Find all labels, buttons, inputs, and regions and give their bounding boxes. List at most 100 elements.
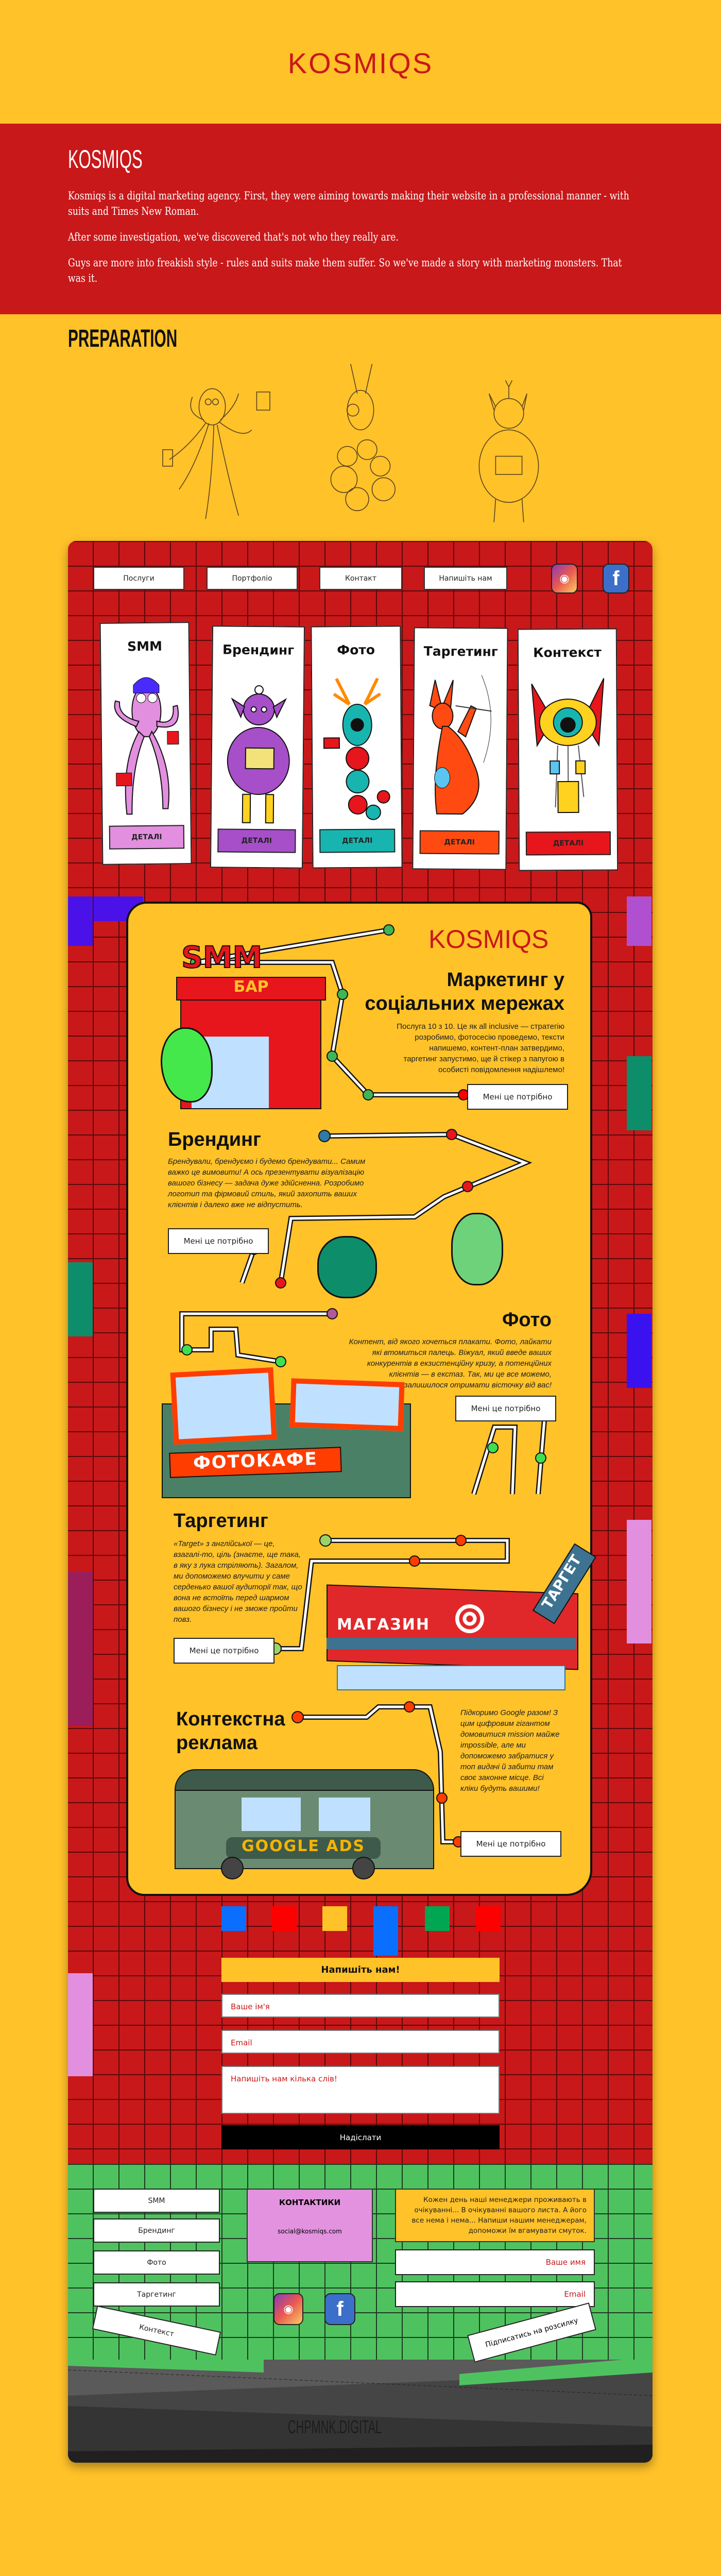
target-store-building: МАГАЗИН [327, 1584, 579, 1690]
footer-email-input[interactable]: Email [395, 2281, 595, 2307]
service-title: SMM [127, 638, 163, 654]
color-block [68, 1973, 93, 2076]
store-sign: МАГАЗИН [337, 1616, 430, 1634]
octopus-monster-icon [114, 677, 179, 815]
path-dot [446, 1129, 457, 1140]
path-dot [327, 1308, 338, 1319]
purple-alien-monster-icon [227, 685, 290, 824]
service-card-photo[interactable]: Фото ДЕТАЛІ [311, 625, 403, 869]
path-dot [318, 1130, 331, 1142]
alien-sketch-icon [478, 380, 539, 522]
targeting-need-button[interactable]: Мені це потрібно [174, 1638, 274, 1664]
photo-need-button[interactable]: Мені це потрібно [455, 1396, 556, 1421]
smm-title: Маркетинг у соціальних мережах [365, 969, 564, 1014]
branding-text: Брендували, брендуємо і будемо брендуват… [168, 1157, 366, 1209]
path-dot [363, 1089, 374, 1100]
footer-dark-ground [68, 2360, 653, 2463]
contacts-title: КОНТАКТИКИ [279, 2198, 341, 2207]
branding-need-button[interactable]: Мені це потрібно [168, 1228, 269, 1254]
facebook-icon[interactable]: f [603, 564, 629, 594]
color-block [373, 1906, 398, 1956]
photo-text: Контент, від якого хочеться плакати. Фот… [349, 1337, 552, 1389]
teal-eye-monster-icon [323, 677, 390, 820]
details-button[interactable]: ДЕТАЛІ [109, 825, 185, 850]
service-card-context[interactable]: Контекст ДЕТАЛІ [517, 628, 619, 871]
eye-puppeteer-monster-icon [531, 678, 605, 814]
name-input[interactable]: Ваше ім'я [221, 1994, 500, 2018]
details-button[interactable]: ДЕТАЛІ [217, 828, 296, 853]
path-dot [455, 1535, 467, 1546]
form-title: Напишіть нам! [221, 1958, 500, 1982]
contacts-box: КОНТАКТИКИ social@kosmiqs.com [247, 2189, 373, 2262]
intro-paragraph: After some investigation, we've discover… [68, 231, 399, 243]
map-logo: KOSMIQS [428, 925, 549, 954]
smm-text: Послуга 10 з 10. Це як all inclusive — с… [397, 1022, 564, 1074]
color-block [68, 1571, 93, 1726]
footer-instagram-icon[interactable]: ◉ [273, 2293, 303, 2325]
submit-button[interactable]: Надіслати [221, 2125, 500, 2149]
trolleybus: GOOGLE ADS [175, 1769, 434, 1879]
color-block [627, 1520, 651, 1643]
nav-contact[interactable]: Контакт [319, 567, 402, 590]
smm-bar-building: SMM БАР [161, 939, 326, 1109]
google-ads-sign: GOOGLE ADS [226, 1837, 381, 1859]
service-title: Контекст [533, 645, 602, 660]
targeting-text: «Target» з англійської — це, взагалі-то,… [174, 1539, 302, 1624]
bar-sign: БАР [176, 977, 326, 1001]
color-block [272, 1906, 297, 1931]
path-dot [404, 1701, 415, 1713]
details-button[interactable]: ДЕТАЛІ [319, 828, 396, 853]
color-block [322, 1906, 347, 1931]
color-block [68, 1262, 93, 1336]
photo-title: Фото [502, 1309, 552, 1331]
details-button[interactable]: ДЕТАЛІ [419, 830, 500, 855]
contacts-email[interactable]: social@kosmiqs.com [278, 2228, 342, 2235]
footer-link-smm[interactable]: SMM [93, 2189, 220, 2213]
octopus-sketch-icon [162, 388, 270, 519]
kangaroo-archer-monster-icon [429, 675, 492, 815]
context-need-button[interactable]: Мені це потрібно [460, 1831, 561, 1857]
instagram-icon[interactable]: ◉ [551, 564, 578, 594]
nav-write-us[interactable]: Напишіть нам [424, 567, 507, 590]
branding-title: Брендинг [168, 1129, 261, 1150]
smm-need-button[interactable]: Мені це потрібно [467, 1084, 568, 1110]
path-dot [409, 1555, 420, 1567]
path-dot [319, 1534, 332, 1547]
color-block [627, 1314, 651, 1388]
path-dot [487, 1442, 499, 1453]
footer-name-input[interactable]: Ваше имя [395, 2249, 595, 2275]
service-card-branding[interactable]: Брендинг ДЕТАЛІ [210, 625, 305, 869]
details-button[interactable]: ДЕТАЛІ [525, 831, 611, 856]
service-title: Брендинг [222, 642, 295, 658]
footer-facebook-icon[interactable]: f [324, 2293, 355, 2325]
nav-services[interactable]: Послуги [93, 567, 184, 590]
sketches [162, 364, 539, 522]
treasure-map: KOSMIQS Маркетинг у соціальних мережах П… [126, 902, 597, 1896]
context-text: Підкоримо Google разом! З цим цифровим г… [460, 1708, 560, 1793]
bunny-sketch-icon [330, 364, 396, 511]
hero-logo: KOSMIQS [287, 47, 434, 79]
footer-link-photo[interactable]: Фото [93, 2250, 220, 2275]
target-icon [455, 1604, 484, 1633]
intro-paragraph: Guys are more into freakish style - rule… [68, 257, 622, 284]
color-block [627, 896, 651, 946]
email-input[interactable]: Email [221, 2030, 500, 2054]
targeting-title: Таргетинг [174, 1510, 268, 1532]
context-title: Контекстна реклама [176, 1708, 285, 1754]
credit-text: CHPMNK.DIGITAL [288, 2416, 382, 2437]
footer-link-targeting[interactable]: Таргетинг [93, 2282, 220, 2307]
bush-icon [161, 1027, 213, 1103]
color-block [476, 1906, 501, 1931]
service-card-smm[interactable]: SMM ДЕТАЛІ [99, 622, 192, 865]
tree-icon [451, 1213, 503, 1285]
footer-link-branding[interactable]: Брендинг [93, 2218, 220, 2243]
color-block [627, 1056, 651, 1130]
path-dot [181, 1344, 193, 1355]
footer-note: Кожен день наші менеджери проживають в о… [395, 2189, 595, 2242]
nav-portfolio[interactable]: Портфоліо [207, 567, 298, 590]
smm-sign: SMM [181, 939, 263, 975]
path-dot [462, 1181, 473, 1192]
path-dot [383, 924, 394, 936]
message-textarea[interactable]: Напишіть нам кілька слів! [221, 2066, 500, 2114]
service-card-targeting[interactable]: Таргетинг ДЕТАЛІ [412, 627, 508, 870]
